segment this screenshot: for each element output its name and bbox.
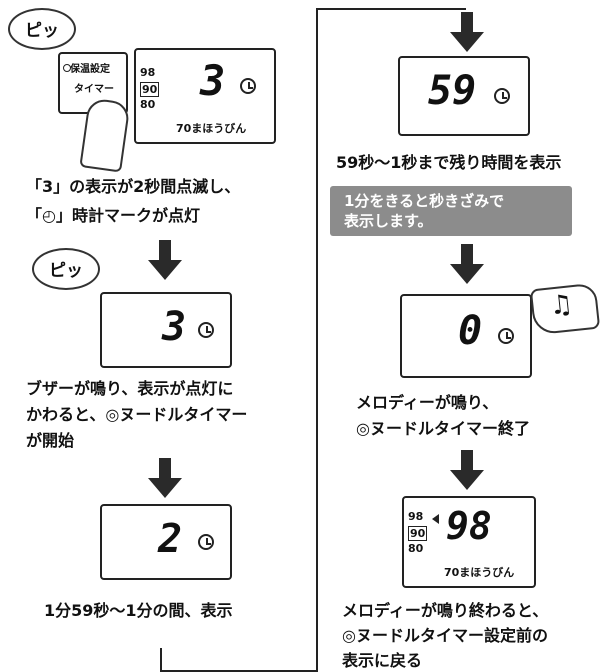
caption-step2-line3: が開始 xyxy=(26,431,75,450)
caption-step6-line2: ◎ヌードルタイマー設定前の xyxy=(342,626,548,645)
caption-step6-line3: 表示に戻る xyxy=(342,651,423,670)
arrow-down-1 xyxy=(148,240,182,280)
arrow-down-right-2 xyxy=(450,244,484,284)
arrow-down-right-1 xyxy=(450,12,484,52)
beep-text-1: ピッ xyxy=(25,21,59,41)
connector-bottom xyxy=(160,648,162,672)
warm-setting-label: 保温設定 xyxy=(70,64,110,75)
scale-80: 80 xyxy=(140,98,156,111)
note-seconds: 1分をきると秒きざみで 表示します。 xyxy=(330,186,572,236)
display-2-digit: 2 xyxy=(158,516,183,562)
arrow-down-2 xyxy=(148,458,182,498)
beep-bubble-1: ピッ xyxy=(8,8,76,50)
display-initial: 98 90 80 3 70まほうびん xyxy=(134,48,276,144)
caption-step2-line1: ブザーが鳴り、表示が点灯に xyxy=(26,379,234,398)
pointer-arrow-icon xyxy=(432,514,439,524)
caption-step1-line2: 「◴」時計マークが点灯 xyxy=(26,206,200,225)
caption-step3: 1分59秒〜1分の間、表示 xyxy=(44,601,233,620)
display-59: 59 xyxy=(398,56,530,136)
display-2: 2 xyxy=(100,504,232,580)
scale-90: 90 xyxy=(408,526,428,541)
display-final-digits: 98 xyxy=(446,504,492,548)
clock-icon xyxy=(498,328,514,344)
display-digit: 3 xyxy=(200,56,226,105)
display-footer: 70まほうびん xyxy=(176,122,247,135)
scale-90: 90 xyxy=(140,82,160,97)
scale-98: 98 xyxy=(140,66,156,79)
caption-step4: 59秒〜1秒まで残り時間を表示 xyxy=(336,153,562,172)
clock-icon xyxy=(198,534,214,550)
display-3-digit: 3 xyxy=(162,304,187,350)
clock-icon xyxy=(494,88,510,104)
music-note-icon: ♫ xyxy=(529,282,601,336)
note-line1: 1分をきると秒きざみで xyxy=(344,192,505,210)
display-0-digit: 0 xyxy=(458,308,483,354)
display-0: 0 xyxy=(400,294,532,378)
music-note-glyph: ♫ xyxy=(548,289,575,322)
note-line2: 表示します。 xyxy=(344,212,433,230)
scale-80: 80 xyxy=(408,542,424,555)
connector-top xyxy=(316,8,466,10)
clock-icon xyxy=(198,322,214,338)
scale-98: 98 xyxy=(408,510,424,523)
caption-step2-line2: かわると、◎ヌードルタイマー xyxy=(26,405,248,424)
caption-step1-line1: 「3」の表示が2秒間点滅し、 xyxy=(26,177,241,196)
display-final: 98 90 80 98 70まほうびん xyxy=(402,496,536,588)
connector-horizontal-bottom xyxy=(160,670,318,672)
display-final-footer: 70まほうびん xyxy=(444,566,515,579)
clock-icon xyxy=(240,78,256,94)
caption-step5-line2: ◎ヌードルタイマー終了 xyxy=(356,419,530,438)
caption-step6-line1: メロディーが鳴り終わると、 xyxy=(342,601,549,620)
arrow-down-right-3 xyxy=(450,450,484,490)
beep-text-2: ピッ xyxy=(49,261,83,281)
connector-vertical xyxy=(316,8,318,672)
caption-step5-line1: メロディーが鳴り、 xyxy=(356,393,499,412)
display-3: 3 xyxy=(100,292,232,368)
indicator-dot xyxy=(63,64,71,72)
timer-label: タイマー xyxy=(74,84,114,95)
beep-bubble-2: ピッ xyxy=(32,248,100,290)
display-59-digits: 59 xyxy=(428,68,477,114)
